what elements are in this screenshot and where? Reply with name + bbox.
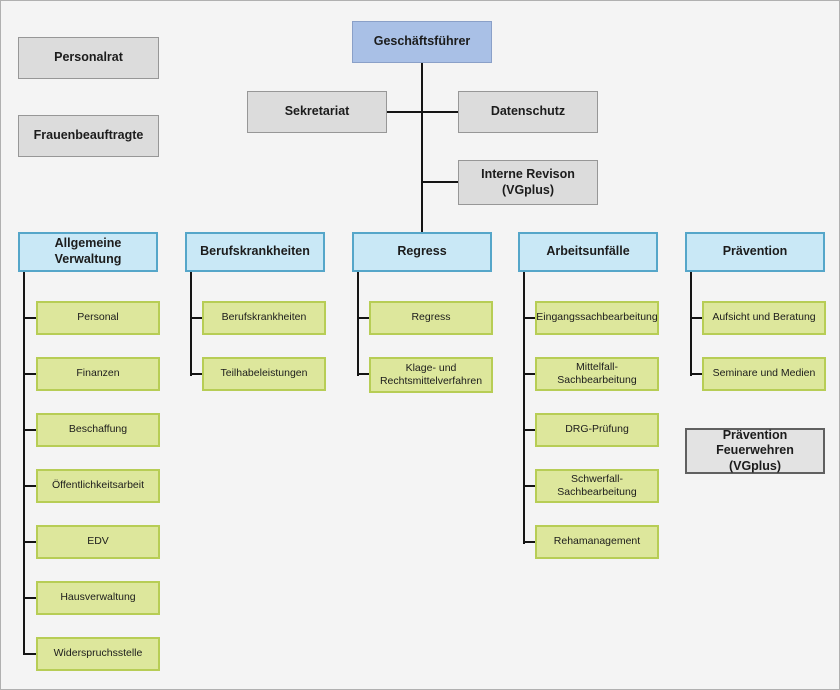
connector-line xyxy=(523,317,535,319)
connector-line xyxy=(690,317,702,319)
org-node-child: Eingangssachbearbeitung xyxy=(535,301,659,335)
connector-line xyxy=(523,272,525,544)
connector-line xyxy=(190,373,202,375)
connector-line xyxy=(523,541,535,543)
node-dept-praevention: Prävention xyxy=(685,232,825,272)
node-dept-allgemeine-verwaltung: Allgemeine Verwaltung xyxy=(18,232,158,272)
node-interne-revision: Interne Revison (VGplus) xyxy=(458,160,598,205)
node-praevention-feuerwehren: Prävention Feuerwehren (VGplus) xyxy=(685,428,825,474)
org-node-child: Personal xyxy=(36,301,160,335)
connector-line xyxy=(357,317,369,319)
connector-line xyxy=(387,111,459,113)
org-node-child: Widerspruchsstelle xyxy=(36,637,160,671)
connector-line xyxy=(523,373,535,375)
node-dept-berufskrankheiten: Berufskrankheiten xyxy=(185,232,325,272)
connector-line xyxy=(523,485,535,487)
org-node-child: Regress xyxy=(369,301,493,335)
connector-line xyxy=(23,429,36,431)
connector-line xyxy=(357,373,369,375)
connector-line xyxy=(190,272,192,376)
connector-line xyxy=(357,272,359,376)
connector-line xyxy=(690,272,692,376)
org-node-child: Seminare und Medien xyxy=(702,357,826,391)
node-dept-regress: Regress xyxy=(352,232,492,272)
org-node-child: Teilhabeleistungen xyxy=(202,357,326,391)
connector-line xyxy=(23,485,36,487)
connector-line xyxy=(23,317,36,319)
node-sekretariat: Sekretariat xyxy=(247,91,387,133)
org-node-child: Klage- und Rechtsmittelverfahren xyxy=(369,357,493,393)
connector-line xyxy=(523,429,535,431)
org-node-child: Finanzen xyxy=(36,357,160,391)
node-dept-arbeitsunfaelle: Arbeitsunfälle xyxy=(518,232,658,272)
node-personalrat: Personalrat xyxy=(18,37,159,79)
connector-line xyxy=(23,541,36,543)
org-node-child: Mittelfall-Sachbearbeitung xyxy=(535,357,659,391)
connector-line xyxy=(190,317,202,319)
connector-line xyxy=(421,181,459,183)
node-geschaeftsfuehrer: Geschäftsführer xyxy=(352,21,492,63)
connector-line xyxy=(23,597,36,599)
org-node-child: Beschaffung xyxy=(36,413,160,447)
connector-line xyxy=(690,373,702,375)
org-node-child: Schwerfall-Sachbearbeitung xyxy=(535,469,659,503)
org-node-child: Berufskrankheiten xyxy=(202,301,326,335)
org-node-child: Öffentlichkeitsarbeit xyxy=(36,469,160,503)
org-node-child: EDV xyxy=(36,525,160,559)
org-node-child: Rehamanagement xyxy=(535,525,659,559)
node-datenschutz: Datenschutz xyxy=(458,91,598,133)
org-node-child: Hausverwaltung xyxy=(36,581,160,615)
connector-line xyxy=(421,63,423,232)
org-node-child: Aufsicht und Beratung xyxy=(702,301,826,335)
connector-line xyxy=(23,653,36,655)
connector-line xyxy=(23,373,36,375)
org-node-child: DRG-Prüfung xyxy=(535,413,659,447)
connector-line xyxy=(23,272,25,655)
node-frauenbeauftragte: Frauenbeauftragte xyxy=(18,115,159,157)
